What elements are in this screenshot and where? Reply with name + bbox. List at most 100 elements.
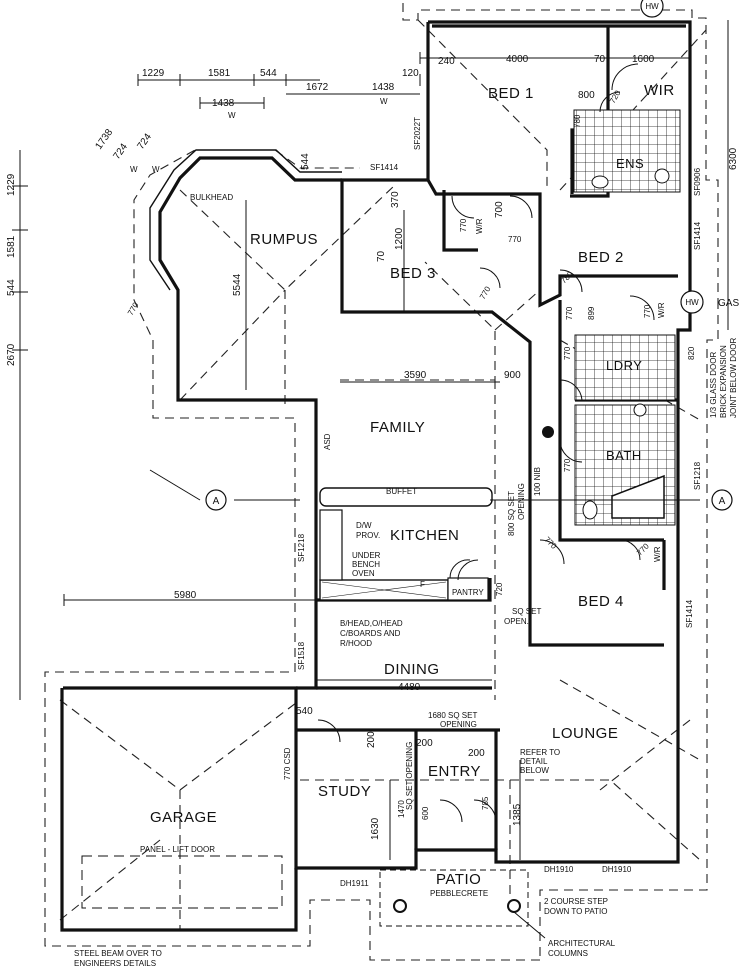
dim-770-e: 770: [643, 304, 652, 318]
dim-770-g: 770: [563, 346, 572, 360]
dim-3590: 3590: [404, 370, 427, 381]
window-asd: ASD: [323, 433, 332, 450]
room-pantry: PANTRY: [452, 588, 484, 597]
room-bed1: BED 1: [488, 85, 534, 102]
dim-780: 780: [573, 114, 582, 128]
dim-1385: 1385: [512, 803, 523, 826]
window-dh1910a: DH1910: [544, 865, 574, 874]
step-1: 2 COURSE STEP: [544, 897, 608, 906]
dim-770-a: 770: [459, 218, 468, 232]
room-ens: ENS: [616, 156, 644, 171]
dim-600: 600: [421, 806, 430, 820]
dw-label: D/W: [356, 521, 372, 530]
step-2: DOWN TO PATIO: [544, 907, 607, 916]
dim-540: 540: [296, 706, 313, 717]
dim-820: 820: [687, 346, 696, 360]
room-bath: BATH: [606, 448, 642, 463]
wet-areas: [542, 109, 681, 526]
room-bed2: BED 2: [578, 249, 624, 266]
bhead-3: R/HOOD: [340, 639, 372, 648]
refer-2: DETAIL: [520, 757, 548, 766]
beam-1: STEEL BEAM OVER TO: [74, 949, 162, 958]
dim-70-b: 70: [376, 250, 387, 262]
under-bench-1: UNDER: [352, 551, 381, 560]
room-study: STUDY: [318, 783, 371, 800]
dim-70-a: 70: [594, 54, 606, 65]
dim-544-b: 544: [300, 153, 311, 170]
dim-240: 240: [438, 56, 455, 67]
dim-4480: 4480: [398, 682, 421, 693]
bathtub-icon: [611, 474, 665, 519]
dim-1672: 1672: [306, 82, 329, 93]
room-family: FAMILY: [370, 419, 425, 436]
csd-label: 770 CSD: [283, 747, 292, 780]
pebble-label: PEBBLECRETE: [430, 889, 488, 898]
dim-900: 900: [504, 370, 521, 381]
gas-label: GAS: [718, 298, 739, 309]
dim-1630: 1630: [370, 817, 381, 840]
room-garage: GARAGE: [150, 809, 217, 826]
dim-1438-b: 1438: [372, 82, 395, 93]
bath-toilet-icon: [582, 500, 598, 520]
column-right-icon: [507, 899, 521, 913]
dim-1581-left: 1581: [6, 235, 17, 258]
column-left-icon: [393, 899, 407, 913]
external-walls: [60, 20, 692, 932]
sq800-a: 800 SQ SET: [507, 491, 516, 536]
dim-1738: 1738: [93, 127, 115, 152]
room-bed3: BED 3: [390, 265, 436, 282]
kitchen-bench: [319, 487, 493, 601]
dim-1581-top: 1581: [208, 68, 231, 79]
dim-1438-a: 1438: [212, 98, 235, 109]
annotations: GAS BULKHEAD W/R W/R W/R D/W PROV. UNDER…: [74, 193, 739, 968]
dim-724-a: 724: [111, 141, 130, 161]
room-labels: BED 1 WIR ENS BED 2 BED 3 RUMPUS LDRY FA…: [150, 82, 675, 888]
dim-200-c: 200: [468, 748, 485, 759]
hot-water-side: HW: [680, 290, 704, 314]
prov-label: PROV.: [356, 531, 380, 540]
dim-770-d: 770: [565, 306, 574, 320]
hot-water-top: HW: [640, 0, 664, 18]
laundry-tub-icon: [633, 403, 647, 417]
dim-2670: 2670: [6, 343, 17, 366]
room-kitchen: KITCHEN: [390, 527, 459, 544]
w-mark-3: W: [130, 165, 138, 174]
laundry-tiles: [574, 334, 676, 401]
room-wir: WIR: [644, 82, 675, 99]
refer-3: BELOW: [520, 766, 549, 775]
toilet-icon: [591, 175, 609, 189]
wr-label-2: W/R: [657, 302, 666, 318]
glass-2: BRICK EXPANSION: [719, 345, 728, 418]
dim-4000: 4000: [506, 54, 529, 65]
dim-120: 120: [402, 68, 419, 79]
bhead-1: B/HEAD,O/HEAD: [340, 619, 403, 628]
dim-5544: 5544: [232, 273, 243, 296]
window-sf0906: SF0906: [693, 167, 702, 196]
dim-800: 800: [578, 90, 595, 101]
window-dh1910b: DH1910: [602, 865, 632, 874]
section-a-right: A: [719, 496, 726, 507]
dim-720-b: 720: [495, 582, 504, 596]
room-lounge: LOUNGE: [552, 725, 618, 742]
dim-700: 700: [494, 201, 505, 218]
dim-724-b: 724: [135, 131, 154, 151]
bhead-2: C/BOARDS AND: [340, 629, 401, 638]
patio: [379, 869, 546, 939]
glass-1: 1/3 GLASS DOOR: [709, 352, 718, 418]
dim-1600: 1600: [632, 54, 655, 65]
panel-door-label: PANEL - LIFT DOOR: [140, 845, 215, 854]
dim-1470: 1470: [397, 800, 406, 818]
window-sf1218a: SF1218: [693, 461, 702, 490]
dim-1200: 1200: [394, 227, 405, 250]
doors: [317, 63, 655, 823]
sq720-a: SQ SET: [512, 607, 541, 616]
hw-top-label: HW: [645, 2, 659, 11]
room-patio: PATIO: [436, 871, 481, 888]
section-marker-left: A: [205, 489, 227, 511]
window-sf1414c: SF1414: [685, 599, 694, 628]
dim-770-b: 770: [508, 235, 522, 244]
nib-label: 100 NIB: [533, 467, 542, 496]
window-codes: SF2022T SF1414 SF0906 SF1414 SF1218 SF12…: [297, 117, 702, 888]
dim-544-top: 544: [260, 68, 277, 79]
w-mark-2: W: [380, 97, 388, 106]
